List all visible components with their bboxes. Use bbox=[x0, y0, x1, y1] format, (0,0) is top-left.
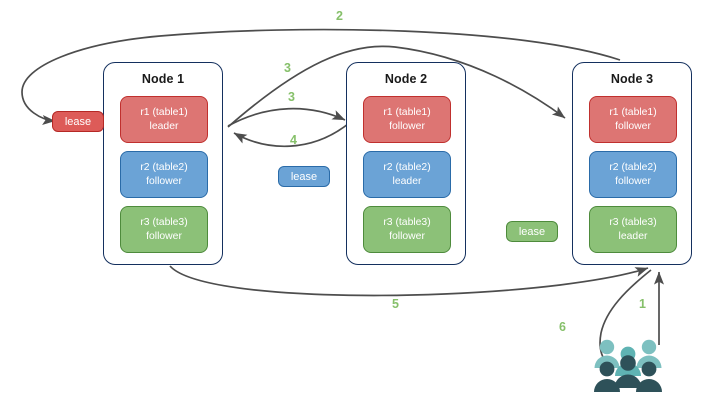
step-label-4: 4 bbox=[290, 133, 297, 147]
replica-name: r2 (table2) bbox=[609, 162, 657, 173]
replica-role: leader bbox=[618, 230, 648, 242]
arrow-step-5 bbox=[169, 265, 649, 297]
node-2-box[interactable]: Node 2 r1 (table1) follower r2 (table2) … bbox=[346, 62, 466, 265]
replica-name: r2 (table2) bbox=[140, 162, 188, 173]
replica-name: r3 (table3) bbox=[383, 217, 431, 228]
step-label-6: 6 bbox=[559, 320, 566, 334]
replica-name: r1 (table1) bbox=[383, 107, 431, 118]
node-1-replica-r2[interactable]: r2 (table2) follower bbox=[120, 151, 208, 198]
node-2-replica-r2[interactable]: r2 (table2) leader bbox=[363, 151, 451, 198]
step-label-2: 2 bbox=[336, 9, 343, 23]
lease-label: lease bbox=[64, 115, 92, 128]
lease-badge-table2[interactable]: lease bbox=[278, 166, 330, 187]
replica-role: follower bbox=[615, 120, 651, 132]
step-label-1: 1 bbox=[639, 297, 646, 311]
replica-name: r3 (table3) bbox=[140, 217, 188, 228]
step-label-3a: 3 bbox=[284, 61, 291, 75]
lease-label: lease bbox=[518, 225, 546, 238]
replica-role: follower bbox=[389, 120, 425, 132]
replica-role: leader bbox=[149, 120, 179, 132]
users-icon bbox=[594, 339, 662, 392]
lease-label: lease bbox=[290, 170, 318, 183]
replica-role: follower bbox=[389, 230, 425, 242]
node-3-box[interactable]: Node 3 r1 (table1) follower r2 (table2) … bbox=[572, 62, 692, 265]
replica-name: r1 (table1) bbox=[140, 107, 188, 118]
lease-badge-table1[interactable]: lease bbox=[52, 111, 104, 132]
replica-role: follower bbox=[146, 230, 182, 242]
step-label-3b: 3 bbox=[288, 90, 295, 104]
node-3-replica-r3[interactable]: r3 (table3) leader bbox=[589, 206, 677, 253]
node-3-replica-r1[interactable]: r1 (table1) follower bbox=[589, 96, 677, 143]
node-2-replica-r3[interactable]: r3 (table3) follower bbox=[363, 206, 451, 253]
replica-name: r1 (table1) bbox=[609, 107, 657, 118]
replica-name: r2 (table2) bbox=[383, 162, 431, 173]
node-1-title: Node 1 bbox=[141, 72, 185, 86]
arrow-step-3-to-node2 bbox=[227, 107, 346, 127]
replica-role: follower bbox=[615, 175, 651, 187]
step-label-5: 5 bbox=[392, 297, 399, 311]
node-2-replica-r1[interactable]: r1 (table1) follower bbox=[363, 96, 451, 143]
lease-badge-table3[interactable]: lease bbox=[506, 221, 558, 242]
replica-role: follower bbox=[146, 175, 182, 187]
node-3-title: Node 3 bbox=[610, 72, 654, 86]
node-1-replica-r3[interactable]: r3 (table3) follower bbox=[120, 206, 208, 253]
node-1-box[interactable]: Node 1 r1 (table1) leader r2 (table2) fo… bbox=[103, 62, 223, 265]
node-3-replica-r2[interactable]: r2 (table2) follower bbox=[589, 151, 677, 198]
node-2-title: Node 2 bbox=[384, 72, 428, 86]
replica-role: leader bbox=[392, 175, 422, 187]
replica-name: r3 (table3) bbox=[609, 217, 657, 228]
node-1-replica-r1[interactable]: r1 (table1) leader bbox=[120, 96, 208, 143]
